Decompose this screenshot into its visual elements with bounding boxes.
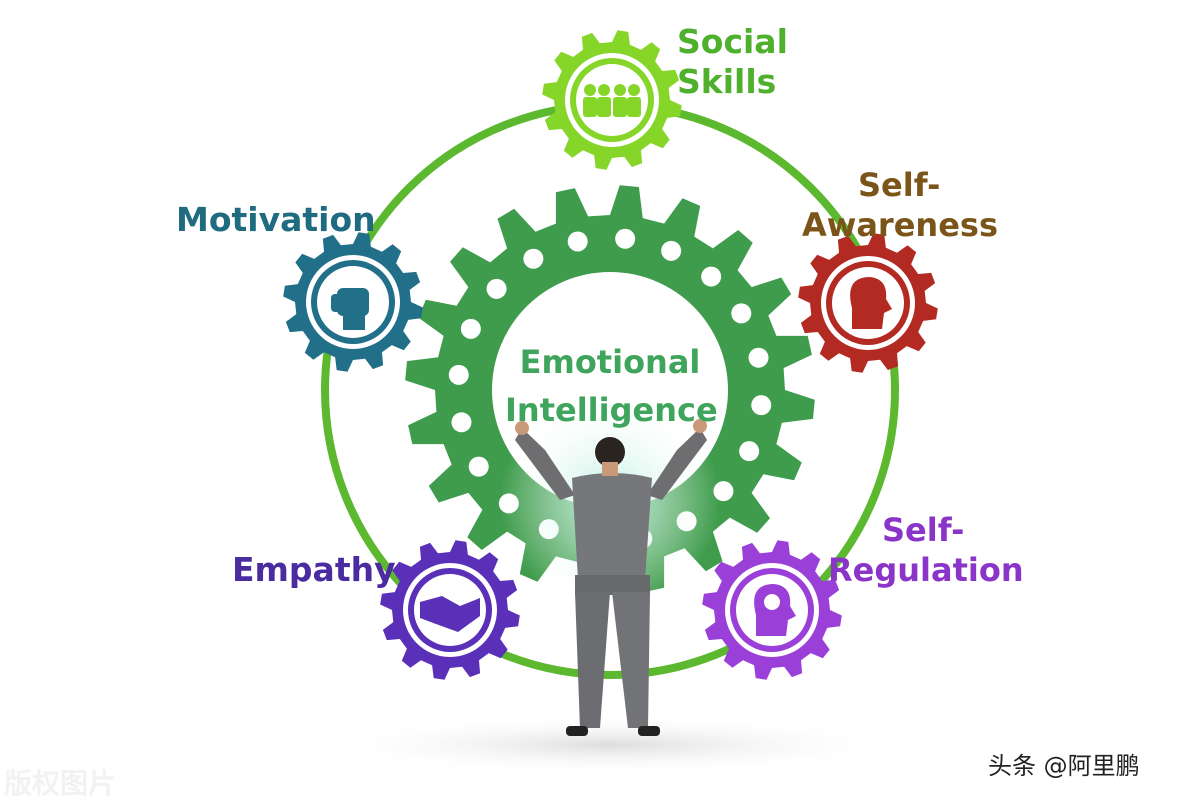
label-line2: Awareness (802, 206, 998, 244)
gear-dot (486, 278, 507, 299)
gear-dot (451, 412, 472, 433)
gear-dot (739, 441, 760, 462)
label-line2: Skills (677, 62, 777, 101)
center-label-line1: Emotional (519, 343, 701, 381)
label-line1: Empathy (232, 550, 396, 589)
label-self-awareness: Self- Awareness (802, 165, 998, 245)
watermark-left: 版权图片 (4, 767, 117, 800)
label-line1: Motivation (176, 200, 376, 239)
gear-dot (448, 364, 469, 385)
center-label-line2: Intelligence (505, 391, 718, 429)
gear-self-regulation (702, 540, 842, 680)
raised-fist-icon (331, 288, 369, 330)
label-social-skills: Social Skills (677, 22, 788, 102)
businessman-figure (515, 419, 707, 736)
gear-dot (751, 395, 772, 416)
gear-dot (615, 228, 636, 249)
gear-social-skills (542, 30, 682, 170)
head-gear-icon (754, 584, 796, 636)
watermark-right: 头条 @阿里鹏 (988, 752, 1140, 780)
label-line1: Social (677, 22, 788, 61)
head-profile-icon (850, 277, 892, 329)
people-group-icon (583, 84, 641, 117)
gear-empathy (380, 540, 520, 680)
gear-dot (523, 248, 544, 269)
gear-dot (468, 456, 489, 477)
label-line1: Self- (882, 511, 965, 549)
handshake-icon (420, 596, 480, 632)
gear-self-awareness (798, 233, 938, 373)
gear-dot (701, 266, 722, 287)
gear-dot (748, 347, 769, 368)
gear-motivation (283, 232, 423, 372)
label-line2: Regulation (828, 551, 1024, 589)
label-self-regulation: Self- Regulation (828, 510, 1024, 590)
gear-dot (567, 231, 588, 252)
gear-dot (460, 318, 481, 339)
label-motivation: Motivation (176, 200, 376, 240)
icon-background (576, 64, 648, 136)
center-label: Emotional Intelligence (505, 338, 718, 434)
floor-shadow (310, 715, 910, 775)
label-empathy: Empathy (232, 550, 396, 590)
label-line1: Self- (858, 166, 941, 204)
gear-dot (731, 303, 752, 324)
gear-dot (661, 240, 682, 261)
